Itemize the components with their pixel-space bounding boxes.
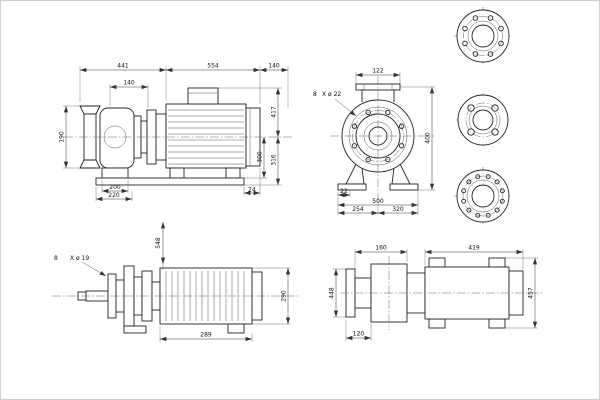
motor-foot-front	[169, 167, 185, 179]
dim-rear-foot-offset: 24	[248, 187, 256, 194]
dimensions-end: 122 8 X ø 22 400 22 500 254 320	[313, 68, 435, 216]
view-opposite-side: 8 X ø 19 548 290 289	[52, 222, 298, 342]
dimensions-opposite: 8 X ø 19 548 290 289	[54, 222, 291, 342]
motor-fins	[168, 109, 244, 165]
dim-discharge-flange-width: 122	[372, 68, 384, 75]
dim-motor-length-2: 289	[200, 332, 212, 339]
dim-base-width: 500	[372, 198, 384, 205]
dim-base-left: 254	[352, 206, 364, 213]
dim-height-above-center: 417	[271, 106, 278, 118]
front-foot	[123, 325, 147, 334]
bolt-holes-4	[467, 104, 499, 136]
dim-overall-height: 400	[425, 132, 432, 144]
flange-detail-top	[454, 7, 512, 65]
dim-bolt-callout-2: X ø 19	[70, 255, 89, 262]
view-end-elevation: 122 8 X ø 22 400 22 500 254 320	[313, 68, 435, 216]
dim-bolt-count-2: 8	[54, 255, 58, 262]
dim-flange-to-bracket: 140	[123, 80, 135, 87]
dim-motor-height: 290	[281, 290, 288, 302]
motor-outline	[95, 87, 261, 186]
dim-center-to-base: 300	[257, 151, 264, 163]
bolt-callout-leader	[334, 98, 357, 117]
dim-flange-width: 448	[329, 287, 336, 299]
dim-casing-length: 160	[375, 245, 387, 252]
dimensions-plan: 160 419 448 457 120	[329, 245, 538, 341]
pump-outline	[79, 105, 167, 179]
foot-pad-left	[337, 183, 367, 191]
dim-foot-inner: 200	[109, 184, 121, 191]
dim-foot-outer: 220	[108, 192, 120, 199]
dim-bolt-count: 8	[313, 91, 317, 98]
dim-pump-length: 441	[117, 63, 129, 70]
foot-pad-right	[389, 183, 419, 191]
terminal-box	[187, 87, 219, 105]
motor-plan	[424, 266, 510, 320]
dim-center-to-base-bottom: 316	[271, 154, 278, 166]
foot-tab-front-right	[428, 318, 446, 329]
dim-rear-clearance: 140	[268, 63, 280, 70]
volute-casing	[99, 107, 135, 169]
flange-detail-middle	[456, 93, 510, 147]
foot-tab-rear-left	[488, 257, 506, 268]
dim-suction-length: 120	[353, 331, 365, 338]
dim-suction-flange-od: 190	[59, 131, 66, 143]
rear-foot	[227, 323, 245, 334]
dimensions-side: 441 554 140 140 190 417 316 300 200 220 …	[59, 63, 289, 202]
flange-detail-bottom	[454, 167, 512, 225]
dim-foot-pad: 22	[340, 188, 348, 195]
bolt-holes-12	[461, 174, 505, 218]
dim-base-right: 320	[392, 206, 404, 213]
bolt-callout-leader-2	[81, 261, 107, 277]
dim-motor-width: 457	[528, 287, 535, 299]
dim-overall-vertical: 548	[155, 237, 162, 249]
baseplate	[95, 177, 245, 186]
pump-foot	[101, 167, 129, 179]
motor-foot-rear	[225, 167, 241, 179]
dim-motor-length-plan: 419	[468, 245, 480, 252]
bolt-holes-8	[462, 15, 504, 57]
view-side-elevation: 441 554 140 140 190 417 316 300 200 220 …	[59, 63, 292, 202]
dim-bolt-callout: X ø 22	[322, 91, 341, 98]
foot-tab-rear-right	[488, 318, 506, 329]
suction-flange-bottom	[79, 159, 101, 169]
dim-motor-length: 554	[207, 63, 219, 70]
view-flange-details	[454, 7, 512, 225]
motor-body	[165, 103, 247, 169]
flange-bolt-holes	[351, 109, 405, 163]
foot-tab-front-left	[428, 257, 446, 268]
view-plan: 160 419 448 457 120	[329, 245, 544, 341]
suction-flange-top	[79, 105, 101, 115]
